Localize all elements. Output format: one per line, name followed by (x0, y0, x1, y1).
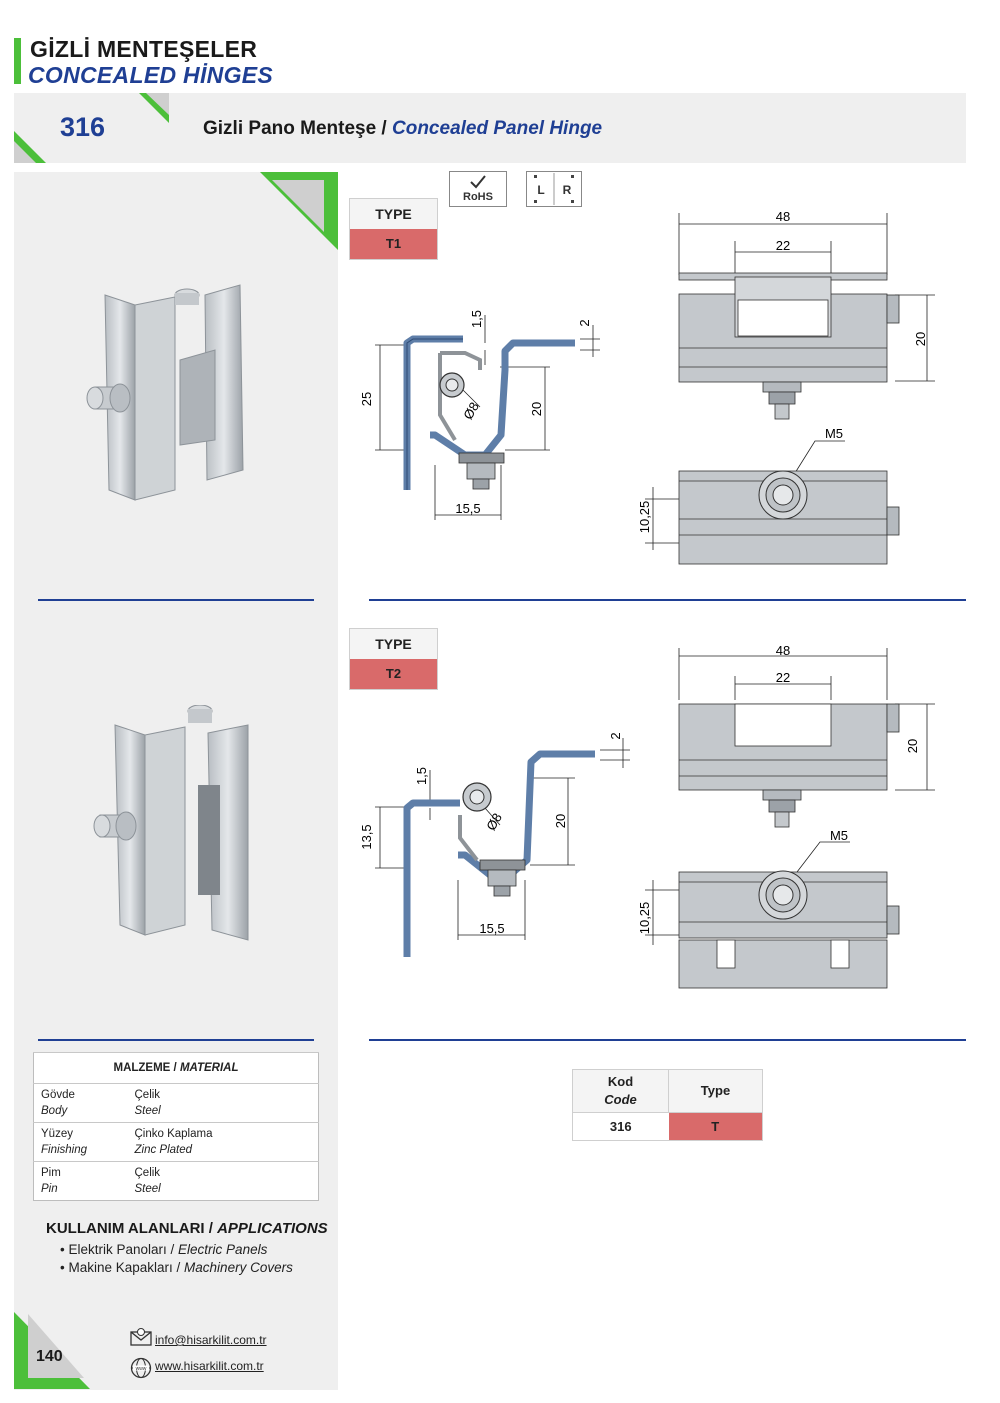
website-link[interactable]: www.hisarkilit.com.tr (155, 1359, 264, 1373)
page-corner-decor (14, 1312, 90, 1389)
separator-right-1 (369, 599, 966, 601)
svg-text:20: 20 (905, 739, 920, 753)
drawing-t1-views: 48 22 20 M5 10,25 (637, 209, 935, 565)
separator-left-2 (38, 1039, 314, 1041)
product-title-tr: Gizli Pano Menteşe / (203, 118, 387, 139)
product-title-en: Concealed Panel Hinge (392, 118, 603, 139)
code-cell: 316 (572, 1112, 669, 1141)
product-code-table: Kod Code Type 316 T (572, 1069, 763, 1141)
svg-text:L: L (537, 183, 544, 197)
separator-right-2 (369, 1039, 966, 1041)
band-corner-decor (14, 93, 169, 163)
panel-corner-decor (260, 172, 338, 250)
email-link[interactable]: info@hisarkilit.com.tr (155, 1333, 267, 1347)
svg-text:2: 2 (608, 732, 623, 739)
product-code: 316 (60, 112, 106, 142)
left-right-badge: L R (526, 171, 582, 207)
svg-text:20: 20 (529, 402, 544, 416)
svg-text:1,5: 1,5 (469, 310, 484, 328)
svg-text:20: 20 (913, 332, 928, 346)
svg-text:48: 48 (776, 209, 790, 224)
svg-text:www: www (136, 1366, 147, 1372)
svg-text:RoHS: RoHS (463, 191, 493, 203)
application-item: • Makine Kapakları / Machinery Covers (60, 1260, 293, 1275)
svg-text:M5: M5 (825, 426, 843, 441)
type-column-header: Type (668, 1069, 763, 1113)
drawing-t2-views: 48 22 20 M5 10,25 (637, 643, 935, 989)
product-title-band (14, 93, 966, 163)
catalog-title-tr: GİZLİ MENTEŞELER (30, 36, 258, 62)
table-row: 316 T (572, 1112, 763, 1141)
svg-text:25: 25 (359, 392, 374, 406)
svg-text:R: R (563, 183, 572, 197)
globe-icon: www (130, 1357, 152, 1379)
svg-text:Ø8: Ø8 (460, 399, 482, 422)
type-cell: T (668, 1112, 763, 1141)
application-item: • Elektrik Panoları / Electric Panels (60, 1242, 268, 1257)
rohs-badge: RoHS (449, 171, 507, 207)
drawing-t1-profile: 25 20 1,5 2 Ø8 15,5 (359, 310, 600, 520)
svg-text:48: 48 (776, 643, 790, 658)
separator-left-1 (38, 599, 314, 601)
hinge-photo-t1 (86, 284, 244, 501)
svg-text:15,5: 15,5 (479, 921, 504, 936)
material-table-header: MALZEME / MATERIAL (33, 1052, 319, 1084)
header-accent-bar (14, 38, 21, 84)
svg-text:13,5: 13,5 (359, 824, 374, 849)
hinge-photo-t2 (93, 705, 249, 941)
product-title: Gizli Pano Menteşe / Concealed Panel Hin… (203, 118, 602, 140)
svg-text:Ø8: Ø8 (483, 810, 505, 833)
svg-text:22: 22 (776, 238, 790, 253)
applications-title: KULLANIM ALANLARI / APPLICATIONS (46, 1220, 328, 1237)
catalog-title-en: CONCEALED HİNGES (28, 62, 274, 88)
svg-text:1,5: 1,5 (414, 767, 429, 785)
type-box-t2: TYPE T2 (349, 628, 438, 690)
email-icon (130, 1328, 152, 1346)
svg-text:22: 22 (776, 670, 790, 685)
svg-text:15,5: 15,5 (455, 501, 480, 516)
svg-text:20: 20 (553, 814, 568, 828)
drawing-t2-profile: 13,5 20 1,5 2 Ø8 15,5 (359, 732, 630, 957)
svg-text:10,25: 10,25 (637, 902, 652, 935)
svg-text:10,25: 10,25 (637, 501, 652, 534)
code-column-header: Kod Code (572, 1069, 669, 1113)
page-number: 140 (36, 1348, 63, 1365)
type-box-t1: TYPE T1 (349, 198, 438, 260)
svg-text:2: 2 (577, 319, 592, 326)
svg-text:M5: M5 (830, 828, 848, 843)
